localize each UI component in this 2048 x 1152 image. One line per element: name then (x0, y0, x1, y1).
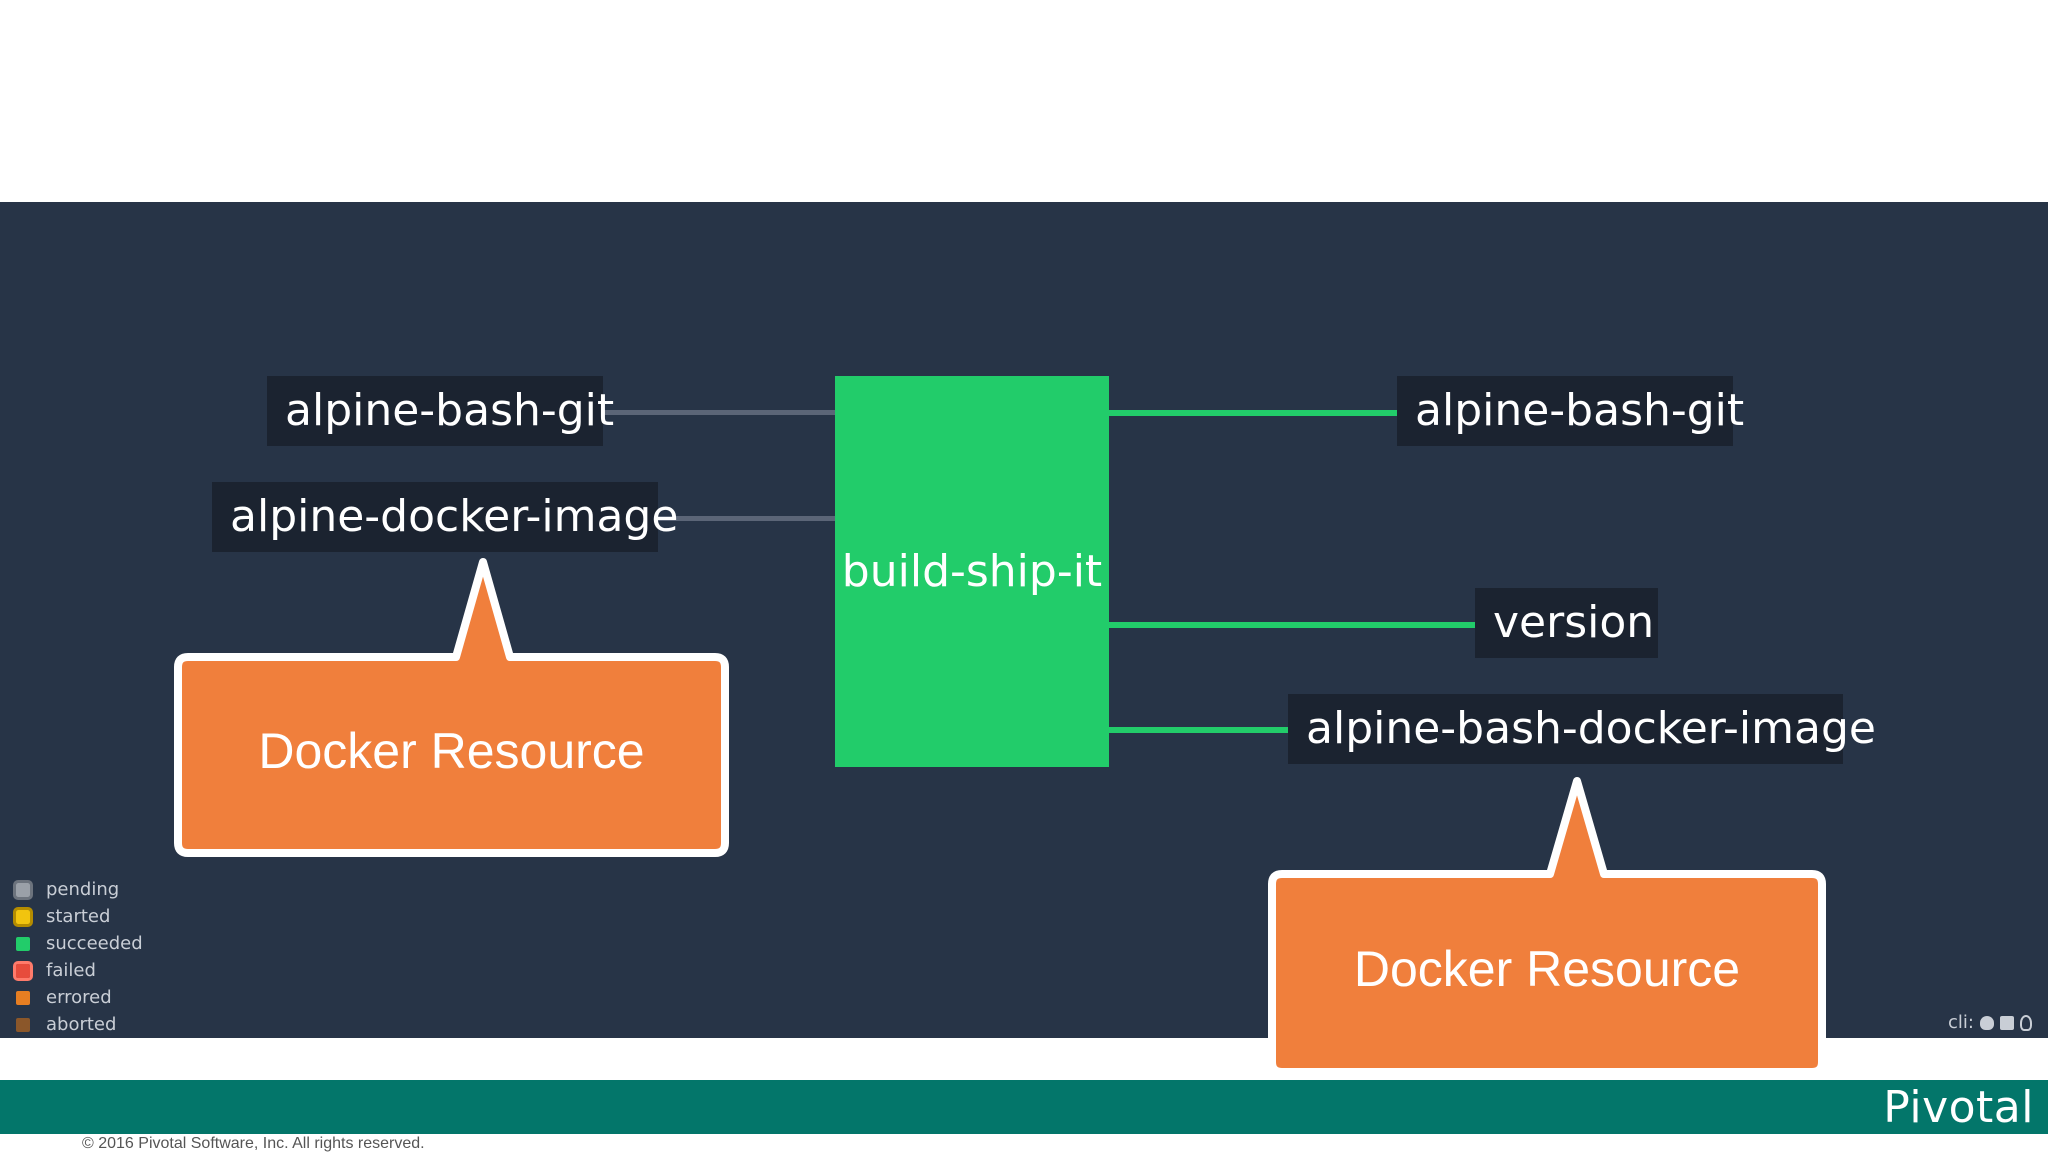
input-resource-alpine-bash-git[interactable]: alpine-bash-git (267, 376, 614, 446)
apple-icon[interactable] (1980, 1015, 1994, 1030)
output-resource-alpine-bash-git[interactable]: alpine-bash-git (1397, 376, 1744, 446)
callout-2-text: Docker Resource (1353, 941, 1741, 997)
copyright-text: © 2016 Pivotal Software, Inc. All rights… (82, 1135, 425, 1152)
output-resource-alpine-bash-docker-image[interactable]: alpine-bash-docker-image (1288, 694, 1876, 764)
output-wire-1 (1109, 410, 1397, 416)
linux-icon[interactable] (2020, 1014, 2032, 1031)
job-label: build-ship-it (841, 546, 1103, 597)
callout-2-shape (1268, 777, 1826, 1076)
input-wire-2 (658, 516, 835, 521)
input-resource-alpine-docker-image[interactable]: alpine-docker-image (212, 482, 678, 552)
windows-icon[interactable] (2000, 1015, 2014, 1030)
failed-swatch-icon (13, 960, 33, 981)
pending-swatch-icon (13, 879, 33, 900)
legend-item-pending: pending (13, 876, 143, 903)
callout-1-text: Docker Resource (258, 723, 645, 779)
output-resource-version[interactable]: version (1475, 588, 1658, 658)
legend-item-succeeded: succeeded (16, 930, 143, 957)
output-wire-2 (1109, 622, 1475, 628)
cli-label: cli: (1948, 1012, 1974, 1033)
aborted-swatch-icon (16, 1017, 30, 1032)
output-wire-3 (1109, 727, 1288, 733)
slide-top-area (0, 0, 2048, 202)
succeeded-swatch-icon (16, 936, 30, 951)
cli-downloads: cli: (1948, 1012, 2032, 1033)
callout-1-shape (174, 558, 729, 857)
legend-item-started: started (13, 903, 143, 930)
legend-item-failed: failed (13, 957, 143, 984)
pivotal-logo: Pivotal (1883, 1082, 2034, 1133)
legend-item-aborted: aborted (16, 1011, 143, 1038)
pipeline-screen: alpine-bash-git alpine-docker-image buil… (0, 202, 2048, 1038)
status-legend: pending started succeeded failed errored… (13, 876, 143, 1038)
input-wire-1 (603, 410, 835, 415)
legend-item-errored: errored (16, 984, 143, 1011)
started-swatch-icon (13, 906, 33, 927)
job-build-ship-it[interactable]: build-ship-it (835, 376, 1109, 767)
errored-swatch-icon (16, 990, 30, 1005)
footer-bar (0, 1080, 2048, 1134)
